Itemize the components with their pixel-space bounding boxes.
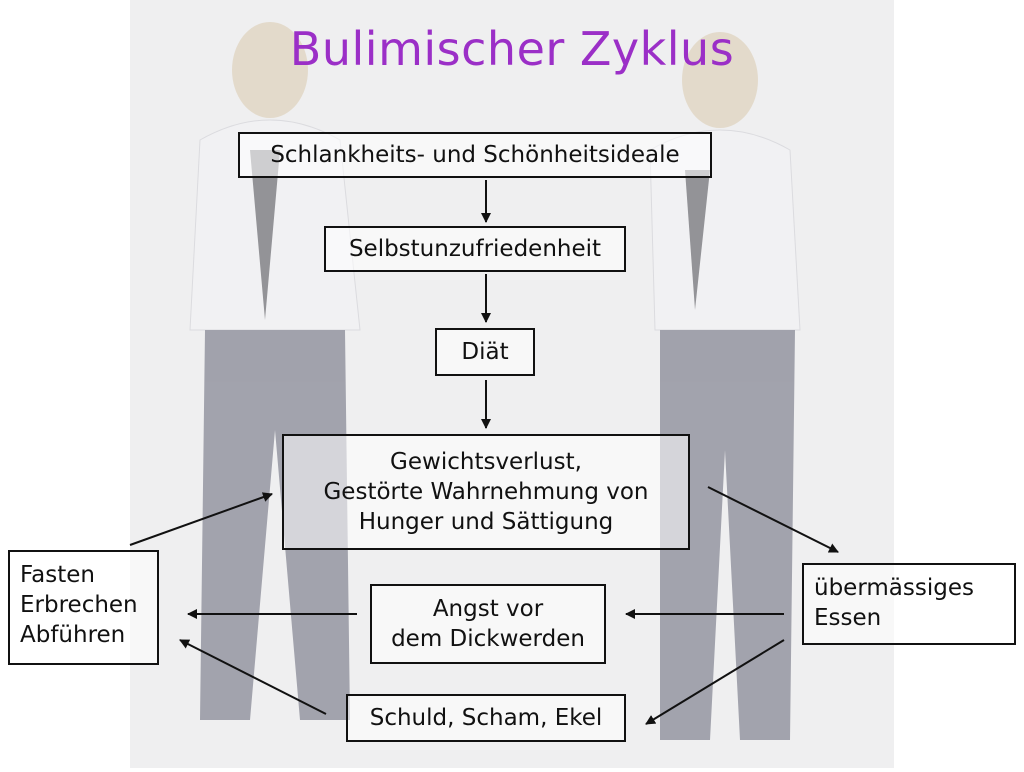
node-schuld-scham-ekel: Schuld, Scham, Ekel — [346, 694, 626, 742]
node-schlankheitsideale: Schlankheits- und Schönheitsideale — [238, 132, 712, 178]
arrow-essen-to-schuld — [645, 639, 785, 725]
node-fasten-erbrechen: Fasten Erbrechen Abführen — [8, 550, 159, 665]
node-angst-vor-dickwerden: Angst vor dem Dickwerden — [370, 584, 606, 664]
page-title: Bulimischer Zyklus — [289, 22, 735, 76]
arrow-schuld-to-fasten — [179, 639, 327, 715]
node-diaet: Diät — [435, 328, 535, 376]
node-uebermaessiges-essen: übermässiges Essen — [802, 563, 1016, 645]
arrow-fasten-to-gewicht — [129, 492, 273, 546]
arrow-gewicht-to-essen — [707, 486, 839, 553]
node-gewichtsverlust: Gewichtsverlust, Gestörte Wahrnehmung vo… — [282, 434, 690, 550]
node-selbstunzufriedenheit: Selbstunzufriedenheit — [324, 226, 626, 272]
